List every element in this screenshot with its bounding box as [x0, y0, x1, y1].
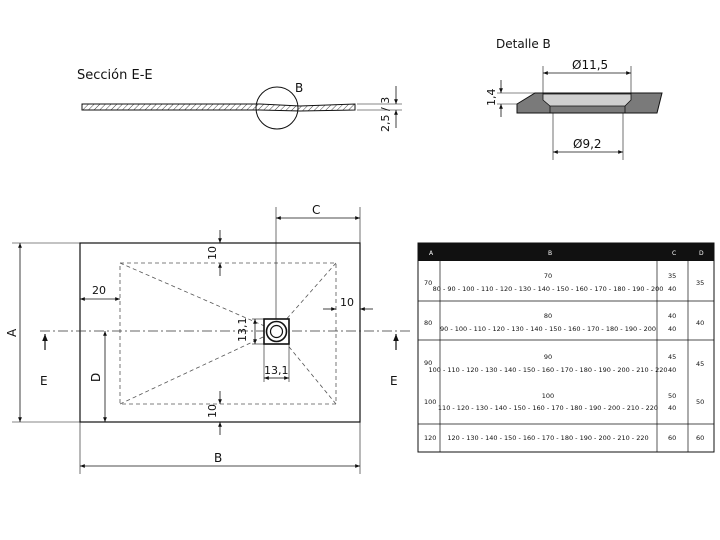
cell-a: 70 [424, 279, 432, 287]
cell-d: 60 [696, 434, 704, 442]
cell-b1: 80 [544, 312, 552, 320]
header-d: D [699, 250, 704, 257]
cell-b2: 90 - 100 - 110 - 120 - 130 - 140 - 150 -… [440, 325, 656, 333]
table-row: 120 120 - 130 - 140 - 150 - 160 - 170 - … [424, 434, 704, 442]
cell-d: 45 [696, 360, 704, 368]
height-label: 1,4 [485, 89, 498, 107]
drain-height-label: 13,1 [236, 318, 249, 343]
drain-grate [265, 320, 288, 343]
table-row: 100 100 110 - 120 - 130 - 140 - 150 - 16… [424, 392, 704, 412]
cell-a: 90 [424, 359, 432, 367]
header-c: C [672, 250, 676, 257]
cell-d: 50 [696, 398, 704, 406]
cell-c1: 60 [668, 434, 676, 442]
table-row: 80 80 90 - 100 - 110 - 120 - 130 - 140 -… [424, 312, 704, 333]
dim-b-label: B [214, 451, 222, 465]
margin-top-label: 10 [206, 246, 219, 260]
cell-a: 80 [424, 319, 432, 327]
cut-mark-right-text: E [390, 374, 398, 388]
cell-c1: 40 [668, 312, 676, 320]
table-row: 90 90 100 - 110 - 120 - 130 - 140 - 150 … [424, 353, 704, 374]
slope-area [119, 262, 337, 405]
margin-left-label: 20 [92, 284, 106, 297]
cell-c2: 40 [668, 366, 676, 374]
margin-right-label: 10 [340, 296, 354, 309]
cell-b2: 120 - 130 - 140 - 150 - 160 - 170 - 180 … [447, 434, 648, 442]
cell-b1: 70 [544, 272, 552, 280]
cell-a: 100 [424, 398, 436, 406]
dim-c-label: C [312, 203, 320, 217]
section-profile [81, 103, 356, 112]
detail-view: Detalle B Ø11,5 Ø9,2 1,4 [485, 37, 663, 160]
section-view: Sección E-E B 2,5 / 3 [77, 68, 402, 132]
cut-mark-left: E [40, 374, 48, 388]
thickness-label: 2,5 / 3 [379, 97, 392, 132]
cell-b1: 100 [542, 392, 554, 400]
margin-bottom-label: 10 [206, 404, 219, 418]
cell-c1: 35 [668, 272, 676, 280]
detail-circle [255, 86, 299, 130]
header-a: A [429, 250, 434, 257]
cell-a: 120 [424, 434, 436, 442]
cell-b1: 90 [544, 353, 552, 361]
inner-dia-label: Ø9,2 [573, 137, 602, 151]
detail-title: Detalle B [496, 37, 551, 51]
cell-b2: 110 - 120 - 130 - 140 - 150 - 160 - 170 … [438, 404, 658, 412]
dim-d-label: D [89, 373, 103, 382]
cell-d: 35 [696, 279, 704, 287]
cell-b2: 80 - 90 - 100 - 110 - 120 - 130 - 140 - … [433, 285, 664, 293]
cell-c1: 50 [668, 392, 676, 400]
dimension-table: A B C D 70 70 80 - 90 - 100 - 110 - 120 … [417, 242, 715, 453]
cell-c1: 45 [668, 353, 676, 361]
detail-ref-label: B [295, 81, 303, 95]
plan-view: C 10 10 20 10 13,1 13,1 A [5, 203, 410, 474]
cell-c2: 40 [668, 404, 676, 412]
cell-b2: 100 - 110 - 120 - 130 - 140 - 150 - 160 … [428, 366, 667, 374]
table-row: 70 70 80 - 90 - 100 - 110 - 120 - 130 - … [424, 272, 704, 293]
drain-width-label: 13,1 [264, 364, 289, 377]
section-title: Sección E-E [77, 68, 153, 83]
table-header [418, 243, 714, 261]
dim-a-label: A [5, 328, 19, 337]
outer-dia-label: Ø11,5 [572, 58, 608, 72]
cell-d: 40 [696, 319, 704, 327]
drain-flange [542, 93, 632, 107]
cell-c2: 40 [668, 325, 676, 333]
header-b: B [548, 250, 552, 257]
cell-c2: 40 [668, 285, 676, 293]
